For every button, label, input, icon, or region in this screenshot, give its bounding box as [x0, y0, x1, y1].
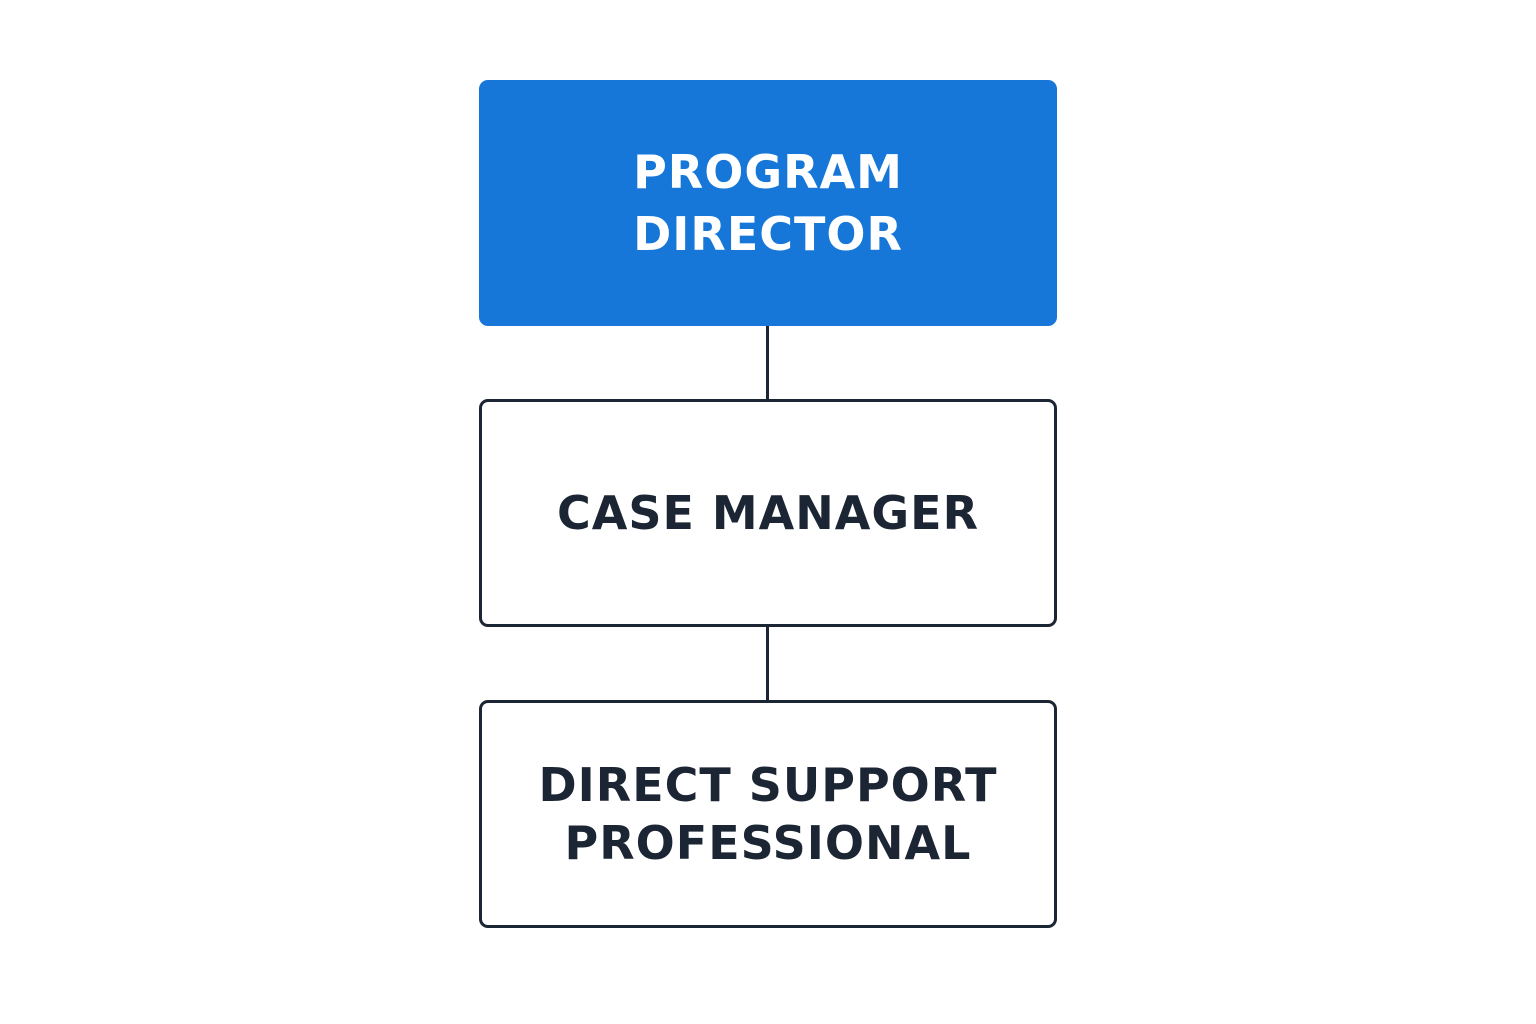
node-case-manager: CASE MANAGER [479, 399, 1057, 627]
node-label: PROGRAM DIRECTOR [633, 141, 903, 265]
connector-line [766, 326, 769, 399]
node-label: DIRECT SUPPORT PROFESSIONAL [538, 756, 997, 872]
node-label-line: CASE MANAGER [556, 486, 979, 540]
node-label-line: DIRECT SUPPORT [538, 758, 998, 812]
connector-line [766, 627, 769, 700]
node-label-line: PROGRAM [633, 145, 903, 199]
node-program-director: PROGRAM DIRECTOR [479, 80, 1057, 326]
node-direct-support-professional: DIRECT SUPPORT PROFESSIONAL [479, 700, 1057, 928]
node-label-line: PROFESSIONAL [564, 816, 972, 870]
node-label-line: DIRECTOR [633, 207, 903, 261]
node-label: CASE MANAGER [557, 484, 979, 542]
